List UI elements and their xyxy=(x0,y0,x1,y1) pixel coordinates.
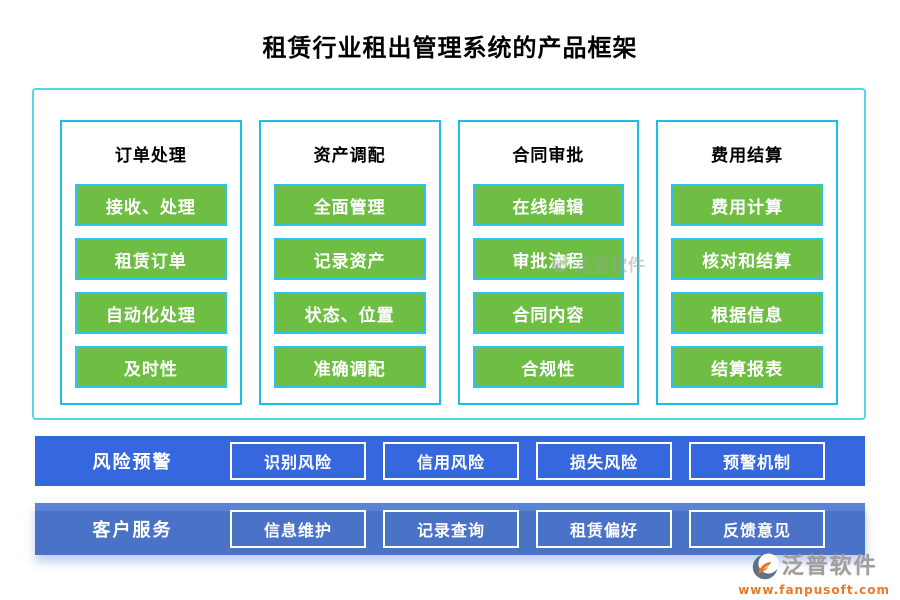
feature-item: 及时性 xyxy=(75,346,227,388)
feature-item: 状态、位置 xyxy=(273,292,426,334)
feature-item: 接收、处理 xyxy=(75,184,227,226)
band-item: 反馈意见 xyxy=(689,510,825,548)
band-item: 记录查询 xyxy=(383,510,519,548)
band-item: 信用风险 xyxy=(383,442,519,480)
feature-item: 合规性 xyxy=(472,346,625,388)
feature-item: 全面管理 xyxy=(273,184,426,226)
feature-item: 根据信息 xyxy=(671,292,823,334)
band-label: 客户服务 xyxy=(92,520,173,541)
feature-item: 合同内容 xyxy=(472,292,625,334)
feature-item: 核对和结算 xyxy=(671,238,823,280)
column-order-processing: 订单处理 接收、处理 租赁订单 自动化处理 及时性 xyxy=(60,120,242,405)
band-item: 损失风险 xyxy=(536,442,672,480)
footer-watermark: 泛普软件 www.fanpusoft.com xyxy=(738,553,890,596)
band-item: 租赁偏好 xyxy=(536,510,672,548)
feature-item: 结算报表 xyxy=(671,346,823,388)
feature-item: 费用计算 xyxy=(671,184,823,226)
feature-item: 审批流程 xyxy=(472,238,625,280)
feature-item: 记录资产 xyxy=(273,238,426,280)
footer-url-text: www.fanpusoft.com xyxy=(738,583,890,597)
band-item: 识别风险 xyxy=(230,442,366,480)
columns-wrapper: 订单处理 接收、处理 租赁订单 自动化处理 及时性 资产调配 全面管理 记录资产… xyxy=(34,90,864,418)
fanpu-logo-icon xyxy=(752,553,779,580)
band-label: 风险预警 xyxy=(92,452,173,473)
column-header: 费用结算 xyxy=(711,145,784,166)
feature-item: 准确调配 xyxy=(273,346,426,388)
band-customer-service: 客户服务 信息维护 记录查询 租赁偏好 反馈意见 xyxy=(35,503,865,555)
page-title: 租赁行业租出管理系统的产品框架 xyxy=(262,34,638,62)
band-item: 信息维护 xyxy=(230,510,366,548)
column-header: 合同审批 xyxy=(512,145,585,166)
column-fee-settlement: 费用结算 费用计算 核对和结算 根据信息 结算报表 xyxy=(656,120,838,405)
band-risk-warning: 风险预警 识别风险 信用风险 损失风险 预警机制 xyxy=(35,436,865,486)
column-header: 订单处理 xyxy=(114,145,187,166)
column-header: 资产调配 xyxy=(313,145,386,166)
feature-item: 在线编辑 xyxy=(472,184,625,226)
column-asset-allocation: 资产调配 全面管理 记录资产 状态、位置 准确调配 xyxy=(258,120,441,405)
footer-brand-text: 泛普软件 xyxy=(781,554,878,579)
column-contract-approval: 合同审批 在线编辑 审批流程 合同内容 合规性 xyxy=(457,120,640,405)
feature-item: 租赁订单 xyxy=(75,238,227,280)
feature-item: 自动化处理 xyxy=(75,292,227,334)
band-item: 预警机制 xyxy=(689,442,825,480)
framework-container: 订单处理 接收、处理 租赁订单 自动化处理 及时性 资产调配 全面管理 记录资产… xyxy=(32,88,866,420)
